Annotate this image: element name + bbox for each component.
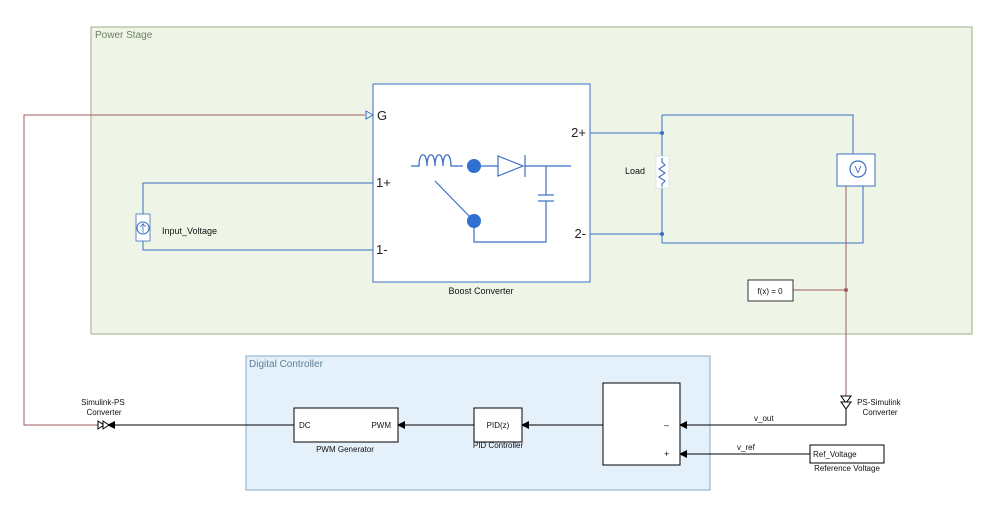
ps-wire-gate: [23, 114, 365, 426]
ps-simulink-converter[interactable]: [840, 395, 852, 410]
solver-configuration-block[interactable]: f(x) = 0: [747, 279, 794, 302]
solver-label: f(x) = 0: [757, 287, 783, 296]
pid-controller-block[interactable]: PID(z): [473, 407, 523, 443]
voltmeter-icon: [849, 160, 867, 178]
sum-minus-sign: –: [664, 420, 669, 430]
ps-simulink-line-1: PS-Simulink: [857, 398, 902, 407]
reference-voltage-block[interactable]: Ref_Voltage: [809, 444, 885, 464]
port-g-label: G: [377, 108, 387, 123]
node-icon: [467, 159, 481, 173]
ps-node: [844, 288, 848, 292]
simulink-ps-line-2: Converter: [86, 408, 121, 417]
reference-voltage-name: Reference Voltage: [814, 464, 880, 473]
input-voltage-block[interactable]: [135, 213, 151, 242]
pid-controller-name: PID Controller: [473, 441, 524, 450]
load-name: Load: [625, 166, 645, 176]
switch-icon: [434, 180, 481, 228]
digital-controller-label: Digital Controller: [249, 359, 324, 370]
port-1minus-label: 1-: [376, 242, 388, 257]
voltage-sensor-block[interactable]: V: [836, 153, 876, 187]
simulink-ps-converter[interactable]: [97, 420, 110, 430]
input-voltage-name: Input_Voltage: [162, 226, 217, 236]
wire-input-pos: [142, 182, 373, 214]
port-2minus-label: 2-: [574, 226, 586, 241]
port-2plus-label: 2+: [571, 125, 586, 140]
inductor-icon: [411, 154, 463, 167]
sum-block[interactable]: – +: [602, 382, 681, 466]
pwm-port-pwm: PWM: [371, 421, 391, 430]
voltmeter-symbol: V: [855, 165, 862, 176]
reference-label: Ref_Voltage: [813, 450, 857, 459]
signal-v-ref-label: v_ref: [737, 443, 756, 452]
resistor-icon: [658, 158, 666, 187]
diode-icon: [481, 155, 571, 177]
pwm-generator-block[interactable]: DC PWM: [293, 407, 399, 443]
power-stage-label: Power Stage: [95, 30, 153, 41]
port-1plus-label: 1+: [376, 175, 391, 190]
boost-converter-name: Boost Converter: [448, 286, 513, 296]
load-block[interactable]: [655, 155, 670, 189]
boost-converter-block[interactable]: G 1+ 1- 2+ 2-: [372, 83, 591, 283]
pwm-port-dc: DC: [299, 421, 311, 430]
wire-input-neg: [142, 241, 373, 251]
simulink-ps-name: Simulink-PS Converter: [81, 398, 127, 417]
ps-simulink-name: PS-Simulink Converter: [857, 398, 903, 417]
simulink-ps-line-1: Simulink-PS: [81, 398, 125, 407]
sum-plus-sign: +: [664, 449, 669, 459]
capacitor-icon: [473, 166, 554, 243]
signal-lines: [107, 409, 847, 458]
signal-v-out-label: v_out: [754, 414, 774, 423]
pid-label: PID(z): [487, 421, 510, 430]
signal-v-out: [679, 409, 847, 429]
wire-top-rail: [662, 114, 854, 154]
voltage-source-icon: [136, 221, 150, 235]
physical-nodes: [660, 131, 664, 236]
ps-simulink-line-2: Converter: [862, 408, 897, 417]
pwm-generator-name: PWM Generator: [316, 445, 374, 454]
gate-port-icon: [365, 110, 375, 120]
